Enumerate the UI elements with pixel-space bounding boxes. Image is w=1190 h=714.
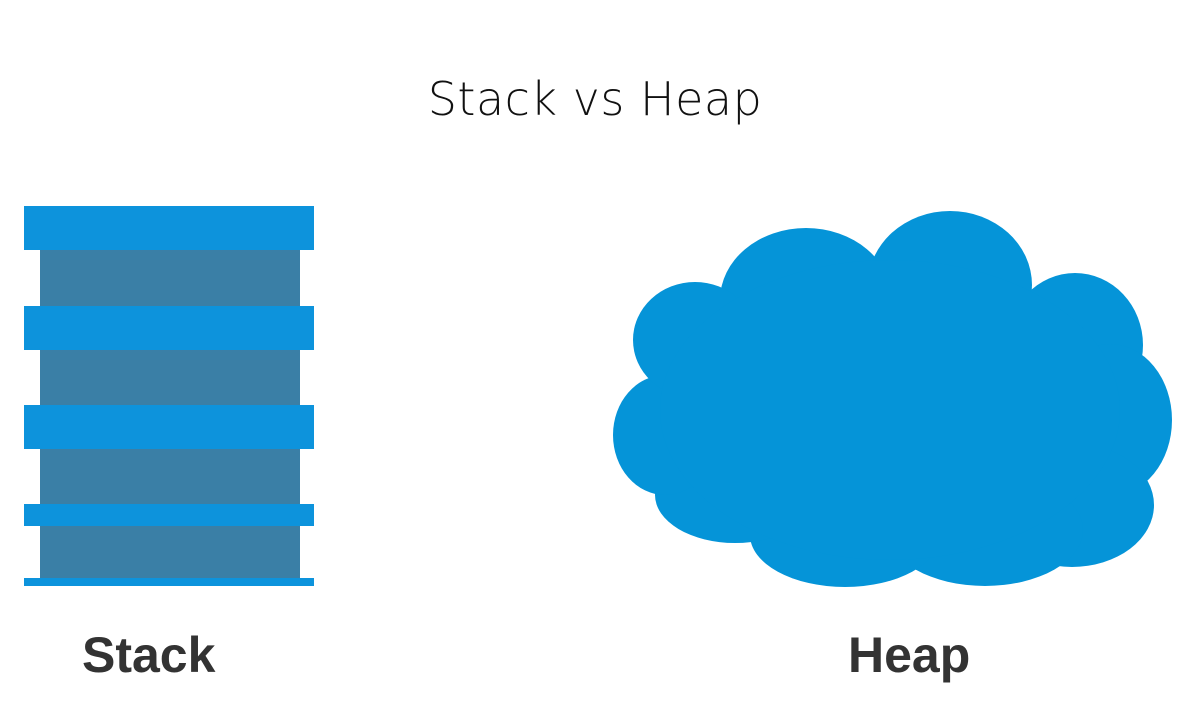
stack-plate <box>24 206 314 250</box>
heap-cloud-icon <box>613 211 1172 587</box>
stack-plate <box>24 306 314 350</box>
stack-icon <box>24 206 314 586</box>
stack-plate <box>24 405 314 449</box>
stack-label: Stack <box>82 627 216 683</box>
stack-plate <box>24 504 314 526</box>
heap-label: Heap <box>848 627 971 683</box>
stack-base <box>24 578 314 586</box>
slide-title: Stack vs Heap <box>427 72 763 126</box>
